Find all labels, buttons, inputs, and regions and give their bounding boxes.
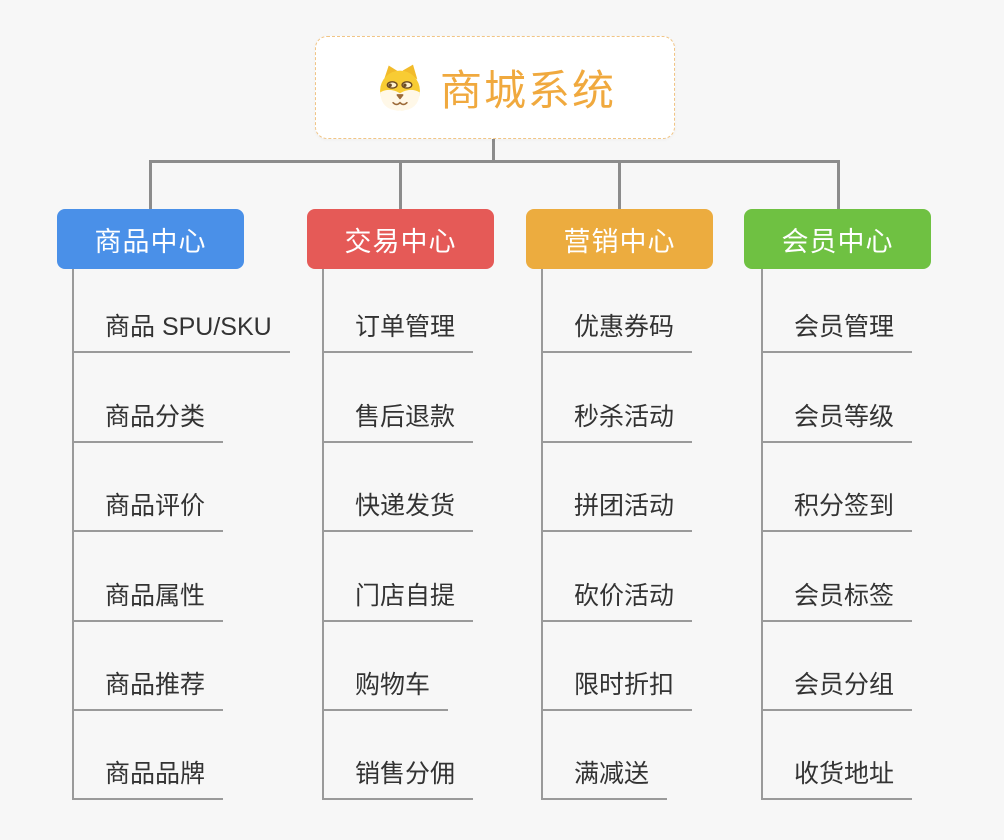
root-title: 商城系统 [439,67,616,114]
branch-spine [541,269,543,800]
leaf-node[interactable]: 积分签到 [761,489,913,532]
branch-spine [322,269,324,800]
connector-bus [149,160,840,163]
root-node[interactable]: 商城系统 [315,36,675,139]
connector-root-stub [492,139,495,163]
connector-drop [149,160,152,210]
branch-spine [72,269,74,800]
leaf-node[interactable]: 会员标签 [761,579,913,622]
leaf-node[interactable]: 售后退款 [322,400,474,443]
leaf-node[interactable]: 会员管理 [761,310,913,353]
leaf-node[interactable]: 限时折扣 [541,668,693,711]
leaf-node[interactable]: 商品属性 [72,579,224,622]
leaf-node[interactable]: 商品推荐 [72,668,224,711]
branch-node-product-center[interactable]: 商品中心 [57,209,244,269]
leaf-node[interactable]: 满减送 [541,757,668,800]
branch-node-trade-center[interactable]: 交易中心 [307,209,494,269]
leaf-node[interactable]: 会员等级 [761,400,913,443]
connector-drop [837,160,840,210]
leaf-node[interactable]: 秒杀活动 [541,400,693,443]
leaf-node[interactable]: 砍价活动 [541,579,693,622]
branch-node-member-center[interactable]: 会员中心 [744,209,931,269]
connector-drop [618,160,621,210]
leaf-node[interactable]: 拼团活动 [541,489,693,532]
connector-drop [399,160,402,210]
leaf-node[interactable]: 商品 SPU/SKU [72,310,290,353]
dog-face-icon [374,63,426,113]
leaf-node[interactable]: 订单管理 [322,310,474,353]
leaf-node[interactable]: 门店自提 [322,579,474,622]
leaf-node[interactable]: 商品评价 [72,489,224,532]
leaf-node[interactable]: 收货地址 [761,757,913,800]
leaf-node[interactable]: 快递发货 [322,489,474,532]
leaf-node[interactable]: 商品品牌 [72,757,224,800]
leaf-node[interactable]: 优惠券码 [541,310,693,353]
leaf-node[interactable]: 销售分佣 [322,757,474,800]
leaf-node[interactable]: 会员分组 [761,668,913,711]
branch-spine [761,269,763,800]
leaf-node[interactable]: 商品分类 [72,400,224,443]
branch-node-marketing-center[interactable]: 营销中心 [526,209,713,269]
leaf-node[interactable]: 购物车 [322,668,449,711]
